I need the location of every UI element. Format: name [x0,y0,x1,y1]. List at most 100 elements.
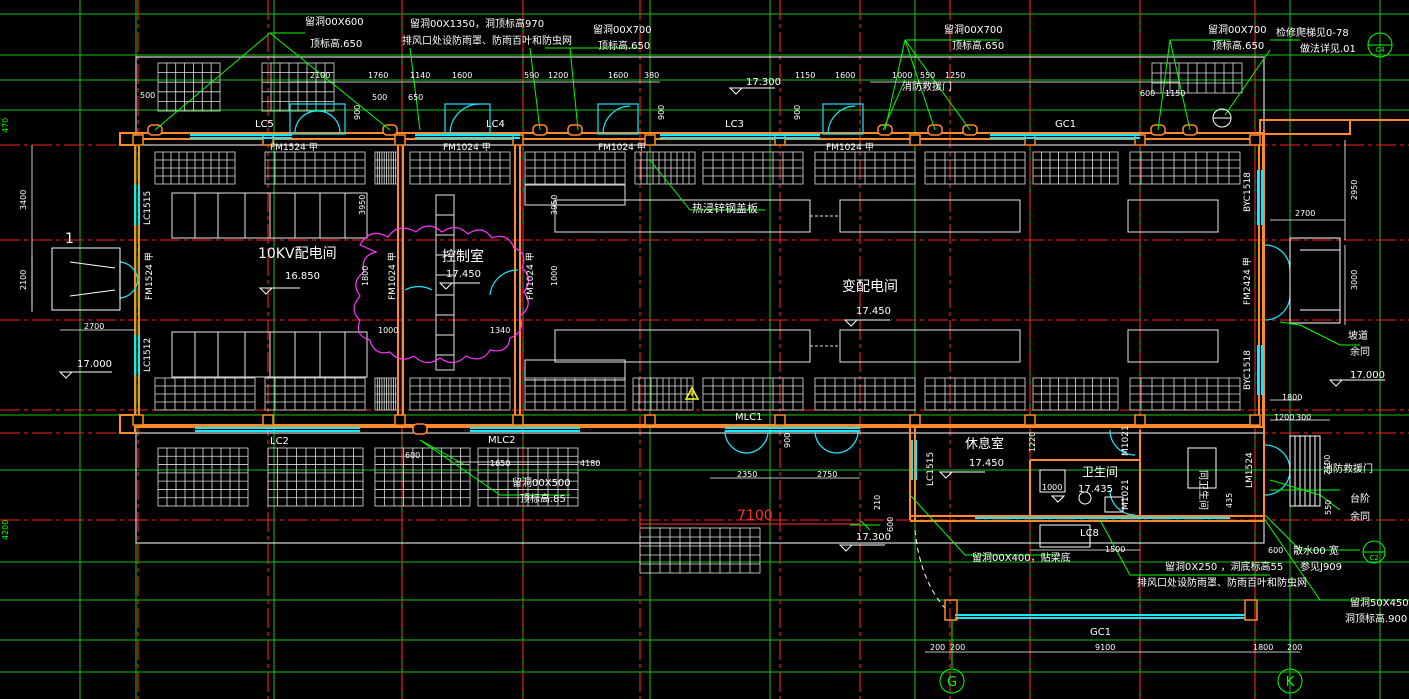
column [644,414,656,426]
svg-text:留洞0X250 ，洞底标高55: 留洞0X250 ，洞底标高55 [1165,560,1283,573]
top-dim-4: 590 [524,71,539,80]
svg-text:4200: 4200 [1,520,10,540]
svg-text:GC1: GC1 [1090,627,1111,638]
misc-dimension-text: 500 500 650 900 900 900 900 3950 3950 18… [1,91,1359,555]
top-dim-9: 1600 [835,71,855,80]
svg-text:顶标高.650: 顶标高.650 [598,39,650,52]
column [774,134,786,146]
solar-panel [157,62,221,112]
room-rest-elev: 17.450 [969,458,1004,469]
column [909,414,921,426]
column [512,414,524,426]
column [394,414,406,426]
svg-text:台阶: 台阶 [1350,492,1370,505]
svg-text:1: 1 [65,231,74,247]
svg-text:热浸锌钢盖板: 热浸锌钢盖板 [692,201,758,215]
svg-text:留洞50X450: 留洞50X450 [1350,596,1409,609]
column [774,414,786,426]
building-walls [119,119,1409,522]
svg-text:MLC2: MLC2 [488,435,516,446]
svg-text:500: 500 [140,91,155,100]
svg-text:3000: 3000 [1350,270,1359,290]
svg-text:FM1024 甲: FM1024 甲 [826,142,874,153]
svg-text:洞顶标高.900: 洞顶标高.900 [1345,612,1407,625]
svg-text:3400: 3400 [19,190,28,210]
top-dim-7: 380 [644,71,659,80]
svg-text:FM1524 甲: FM1524 甲 [270,142,318,153]
svg-text:顶标高.85: 顶标高.85 [520,492,566,505]
svg-text:1200: 1200 [1274,413,1294,422]
svg-text:17.000: 17.000 [77,359,112,370]
toilet-fixtures [1039,447,1217,548]
svg-text:1800: 1800 [1253,643,1273,652]
column [1134,414,1146,426]
svg-text:650: 650 [408,93,423,102]
svg-text:坡道: 坡道 [1348,329,1368,342]
solar-panel-arrays [154,62,1243,574]
svg-text:600: 600 [886,517,895,532]
top-dim-5: 1200 [548,71,568,80]
room-rest-name: 休息室 [965,436,1004,452]
svg-text:LM1524: LM1524 [1245,452,1255,488]
equipment-transformer [524,184,1219,381]
top-dim-3: 1600 [452,71,472,80]
svg-text:550: 550 [1324,500,1333,515]
top-dim-10: 1000 [892,71,912,80]
svg-text:LC5: LC5 [255,119,274,130]
svg-text:900: 900 [793,105,802,120]
dimension-lines [31,81,1346,653]
svg-text:1500: 1500 [1105,545,1125,554]
svg-text:MLC1: MLC1 [735,412,763,423]
svg-text:200: 200 [930,643,945,652]
svg-text:3950: 3950 [550,195,559,215]
svg-text:留洞00X700: 留洞00X700 [944,23,1003,36]
elevation-markers [58,87,1385,552]
column [1024,134,1036,146]
svg-text:1650: 1650 [490,459,510,468]
svg-text:余同: 余同 [1350,345,1370,358]
svg-text:LC3: LC3 [725,119,744,130]
svg-text:2750: 2750 [817,470,837,479]
svg-text:600: 600 [405,451,420,460]
svg-text:排风口处设防雨罩、防雨百叶和防虫网: 排风口处设防雨罩、防雨百叶和防虫网 [1137,576,1307,589]
swing-arc [914,529,946,609]
svg-text:FM2424 甲: FM2424 甲 [1242,257,1253,305]
column [1249,134,1261,146]
top-dim-11: 550 [920,71,935,80]
right-ramps [1289,237,1341,507]
column [394,134,406,146]
svg-text:LC8: LC8 [1080,528,1099,539]
column [909,134,921,146]
svg-text:M1021: M1021 [1121,425,1131,456]
svg-text:17.000: 17.000 [1350,370,1385,381]
svg-text:2350: 2350 [737,470,757,479]
roof-drain [412,423,428,435]
svg-text:200: 200 [950,643,965,652]
top-dim-8: 1150 [795,71,815,80]
svg-text:FM1524 甲: FM1524 甲 [144,252,155,300]
room-transform-elev: 17.450 [856,306,891,317]
svg-text:LC2: LC2 [270,436,289,447]
svg-text:500: 500 [372,93,387,102]
svg-text:消防救援门: 消防救援门 [1323,462,1373,475]
equipment-10kv [171,192,455,378]
svg-text:留洞00X500: 留洞00X500 [512,476,571,489]
axis-g-label: G [947,675,957,690]
detail-bubble-c4: C4 [1367,32,1393,58]
svg-text:2950: 2950 [1350,180,1359,200]
svg-text:1000: 1000 [1042,483,1062,492]
svg-text:余同: 余同 [1350,510,1370,523]
leader-lines [154,32,1400,601]
bottom-wing [944,599,1258,621]
svg-text:LC4: LC4 [486,119,505,130]
svg-text:FM1024 甲: FM1024 甲 [598,142,646,153]
svg-text:200: 200 [1287,643,1302,652]
window-door-labels: LC5 LC4 LC3 GC1 LC2 MLC2 MLC1 LC8 GC1 FM… [65,119,1255,638]
room-control-elev: 17.450 [446,269,481,280]
room-labels: 10KV配电间 16.850 控制室 17.450 变配电间 17.450 休息… [258,246,1118,495]
ladder-icon [1212,108,1232,128]
svg-text:LC1515: LC1515 [926,452,936,486]
room-toilet-name: 卫生间 [1082,465,1118,479]
svg-text:顶标高.650: 顶标高.650 [1212,39,1264,52]
